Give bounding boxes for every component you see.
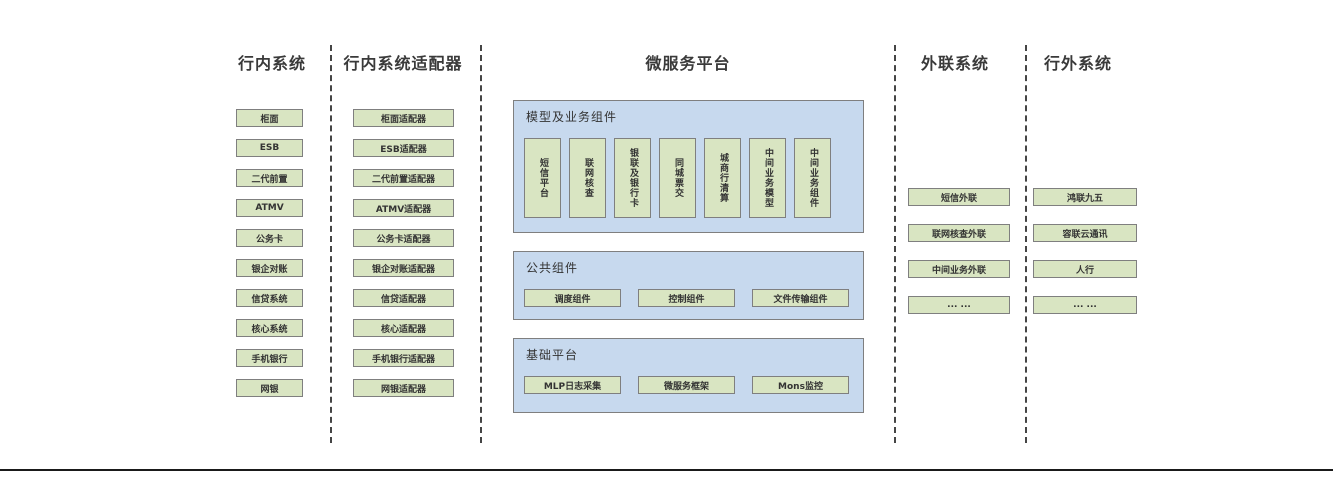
dashed-separator-4 bbox=[1025, 45, 1027, 443]
base-platform-box: MLP日志采集 bbox=[524, 376, 621, 394]
internal-system-box: ATMV bbox=[236, 199, 303, 217]
common-components-panel: 公共组件 调度组件控制组件文件传输组件 bbox=[513, 251, 864, 320]
common-component-box: 控制组件 bbox=[638, 289, 735, 307]
outside-system-box: 容联云通讯 bbox=[1033, 224, 1137, 242]
panel-label-model-business: 模型及业务组件 bbox=[526, 110, 618, 124]
adapter-box: 公务卡适配器 bbox=[353, 229, 454, 247]
adapter-box: ATMV适配器 bbox=[353, 199, 454, 217]
common-component-box: 调度组件 bbox=[524, 289, 621, 307]
internal-system-box: ESB bbox=[236, 139, 303, 157]
column-title-internal-systems: 行内系统 bbox=[237, 54, 306, 73]
common-components-list: 调度组件控制组件文件传输组件 bbox=[524, 289, 849, 307]
external-link-box: ... ... bbox=[908, 296, 1010, 314]
internal-adapters-list: 柜面适配器 ESB适配器二代前置适配器 ATMV适配器公务卡适配器银企对账适配器信贷… bbox=[353, 109, 454, 397]
adapter-box: 手机银行适配器 bbox=[353, 349, 454, 367]
column-title-outside-systems: 行外系统 bbox=[1043, 54, 1112, 73]
panel-label-base-platform: 基础平台 bbox=[526, 348, 579, 362]
outside-system-box: ... ... bbox=[1033, 296, 1137, 314]
column-title-internal-adapters: 行内系统适配器 bbox=[343, 54, 463, 73]
column-title-external-link-systems: 外联系统 bbox=[920, 54, 989, 73]
base-platform-box: 微服务框架 bbox=[638, 376, 735, 394]
model-component-box: 同城票交 bbox=[659, 138, 696, 218]
internal-system-box: 核心系统 bbox=[236, 319, 303, 337]
adapter-box: 银企对账适配器 bbox=[353, 259, 454, 277]
base-platform-list: MLP日志采集微服务框架 Mons监控 bbox=[524, 376, 849, 394]
dashed-separator-2 bbox=[480, 45, 482, 443]
external-link-box: 中间业务外联 bbox=[908, 260, 1010, 278]
bottom-divider-line bbox=[0, 469, 1333, 471]
adapter-box: ESB适配器 bbox=[353, 139, 454, 157]
outside-system-box: 人行 bbox=[1033, 260, 1137, 278]
internal-system-box: 银企对账 bbox=[236, 259, 303, 277]
external-link-systems-list: 短信外联联网核查外联中间业务外联 ... ... bbox=[908, 188, 1010, 314]
adapter-box: 二代前置适配器 bbox=[353, 169, 454, 187]
model-component-box: 中间业务模型 bbox=[749, 138, 786, 218]
dashed-separator-1 bbox=[330, 45, 332, 443]
adapter-box: 柜面适配器 bbox=[353, 109, 454, 127]
outside-system-box: 鸿联九五 bbox=[1033, 188, 1137, 206]
model-component-box: 城商行清算 bbox=[704, 138, 741, 218]
model-component-box: 银联及银行卡 bbox=[614, 138, 651, 218]
external-link-box: 短信外联 bbox=[908, 188, 1010, 206]
internal-system-box: 公务卡 bbox=[236, 229, 303, 247]
internal-system-box: 网银 bbox=[236, 379, 303, 397]
internal-system-box: 手机银行 bbox=[236, 349, 303, 367]
outside-systems-list: 鸿联九五容联云通讯人行 ... ... bbox=[1033, 188, 1137, 314]
base-platform-box: Mons监控 bbox=[752, 376, 849, 394]
adapter-box: 网银适配器 bbox=[353, 379, 454, 397]
internal-system-box: 信贷系统 bbox=[236, 289, 303, 307]
dashed-separator-3 bbox=[894, 45, 896, 443]
internal-systems-list: 柜面 ESB 二代前置 ATMV 公务卡银企对账信贷系统核心系统手机银行网银 bbox=[236, 109, 303, 397]
model-component-box: 中间业务组件 bbox=[794, 138, 831, 218]
model-business-components-list: 短信平台联网核查银联及银行卡同城票交城商行清算中间业务模型中间业务组件 bbox=[524, 138, 831, 218]
adapter-box: 信贷适配器 bbox=[353, 289, 454, 307]
panel-label-common-components: 公共组件 bbox=[526, 261, 579, 275]
internal-system-box: 二代前置 bbox=[236, 169, 303, 187]
model-component-box: 短信平台 bbox=[524, 138, 561, 218]
model-component-box: 联网核查 bbox=[569, 138, 606, 218]
column-title-microservice-platform: 微服务平台 bbox=[645, 54, 731, 73]
adapter-box: 核心适配器 bbox=[353, 319, 454, 337]
internal-system-box: 柜面 bbox=[236, 109, 303, 127]
external-link-box: 联网核查外联 bbox=[908, 224, 1010, 242]
common-component-box: 文件传输组件 bbox=[752, 289, 849, 307]
base-platform-panel: 基础平台 MLP日志采集微服务框架 Mons监控 bbox=[513, 338, 864, 413]
model-business-components-panel: 模型及业务组件 短信平台联网核查银联及银行卡同城票交城商行清算中间业务模型中间业… bbox=[513, 100, 864, 233]
